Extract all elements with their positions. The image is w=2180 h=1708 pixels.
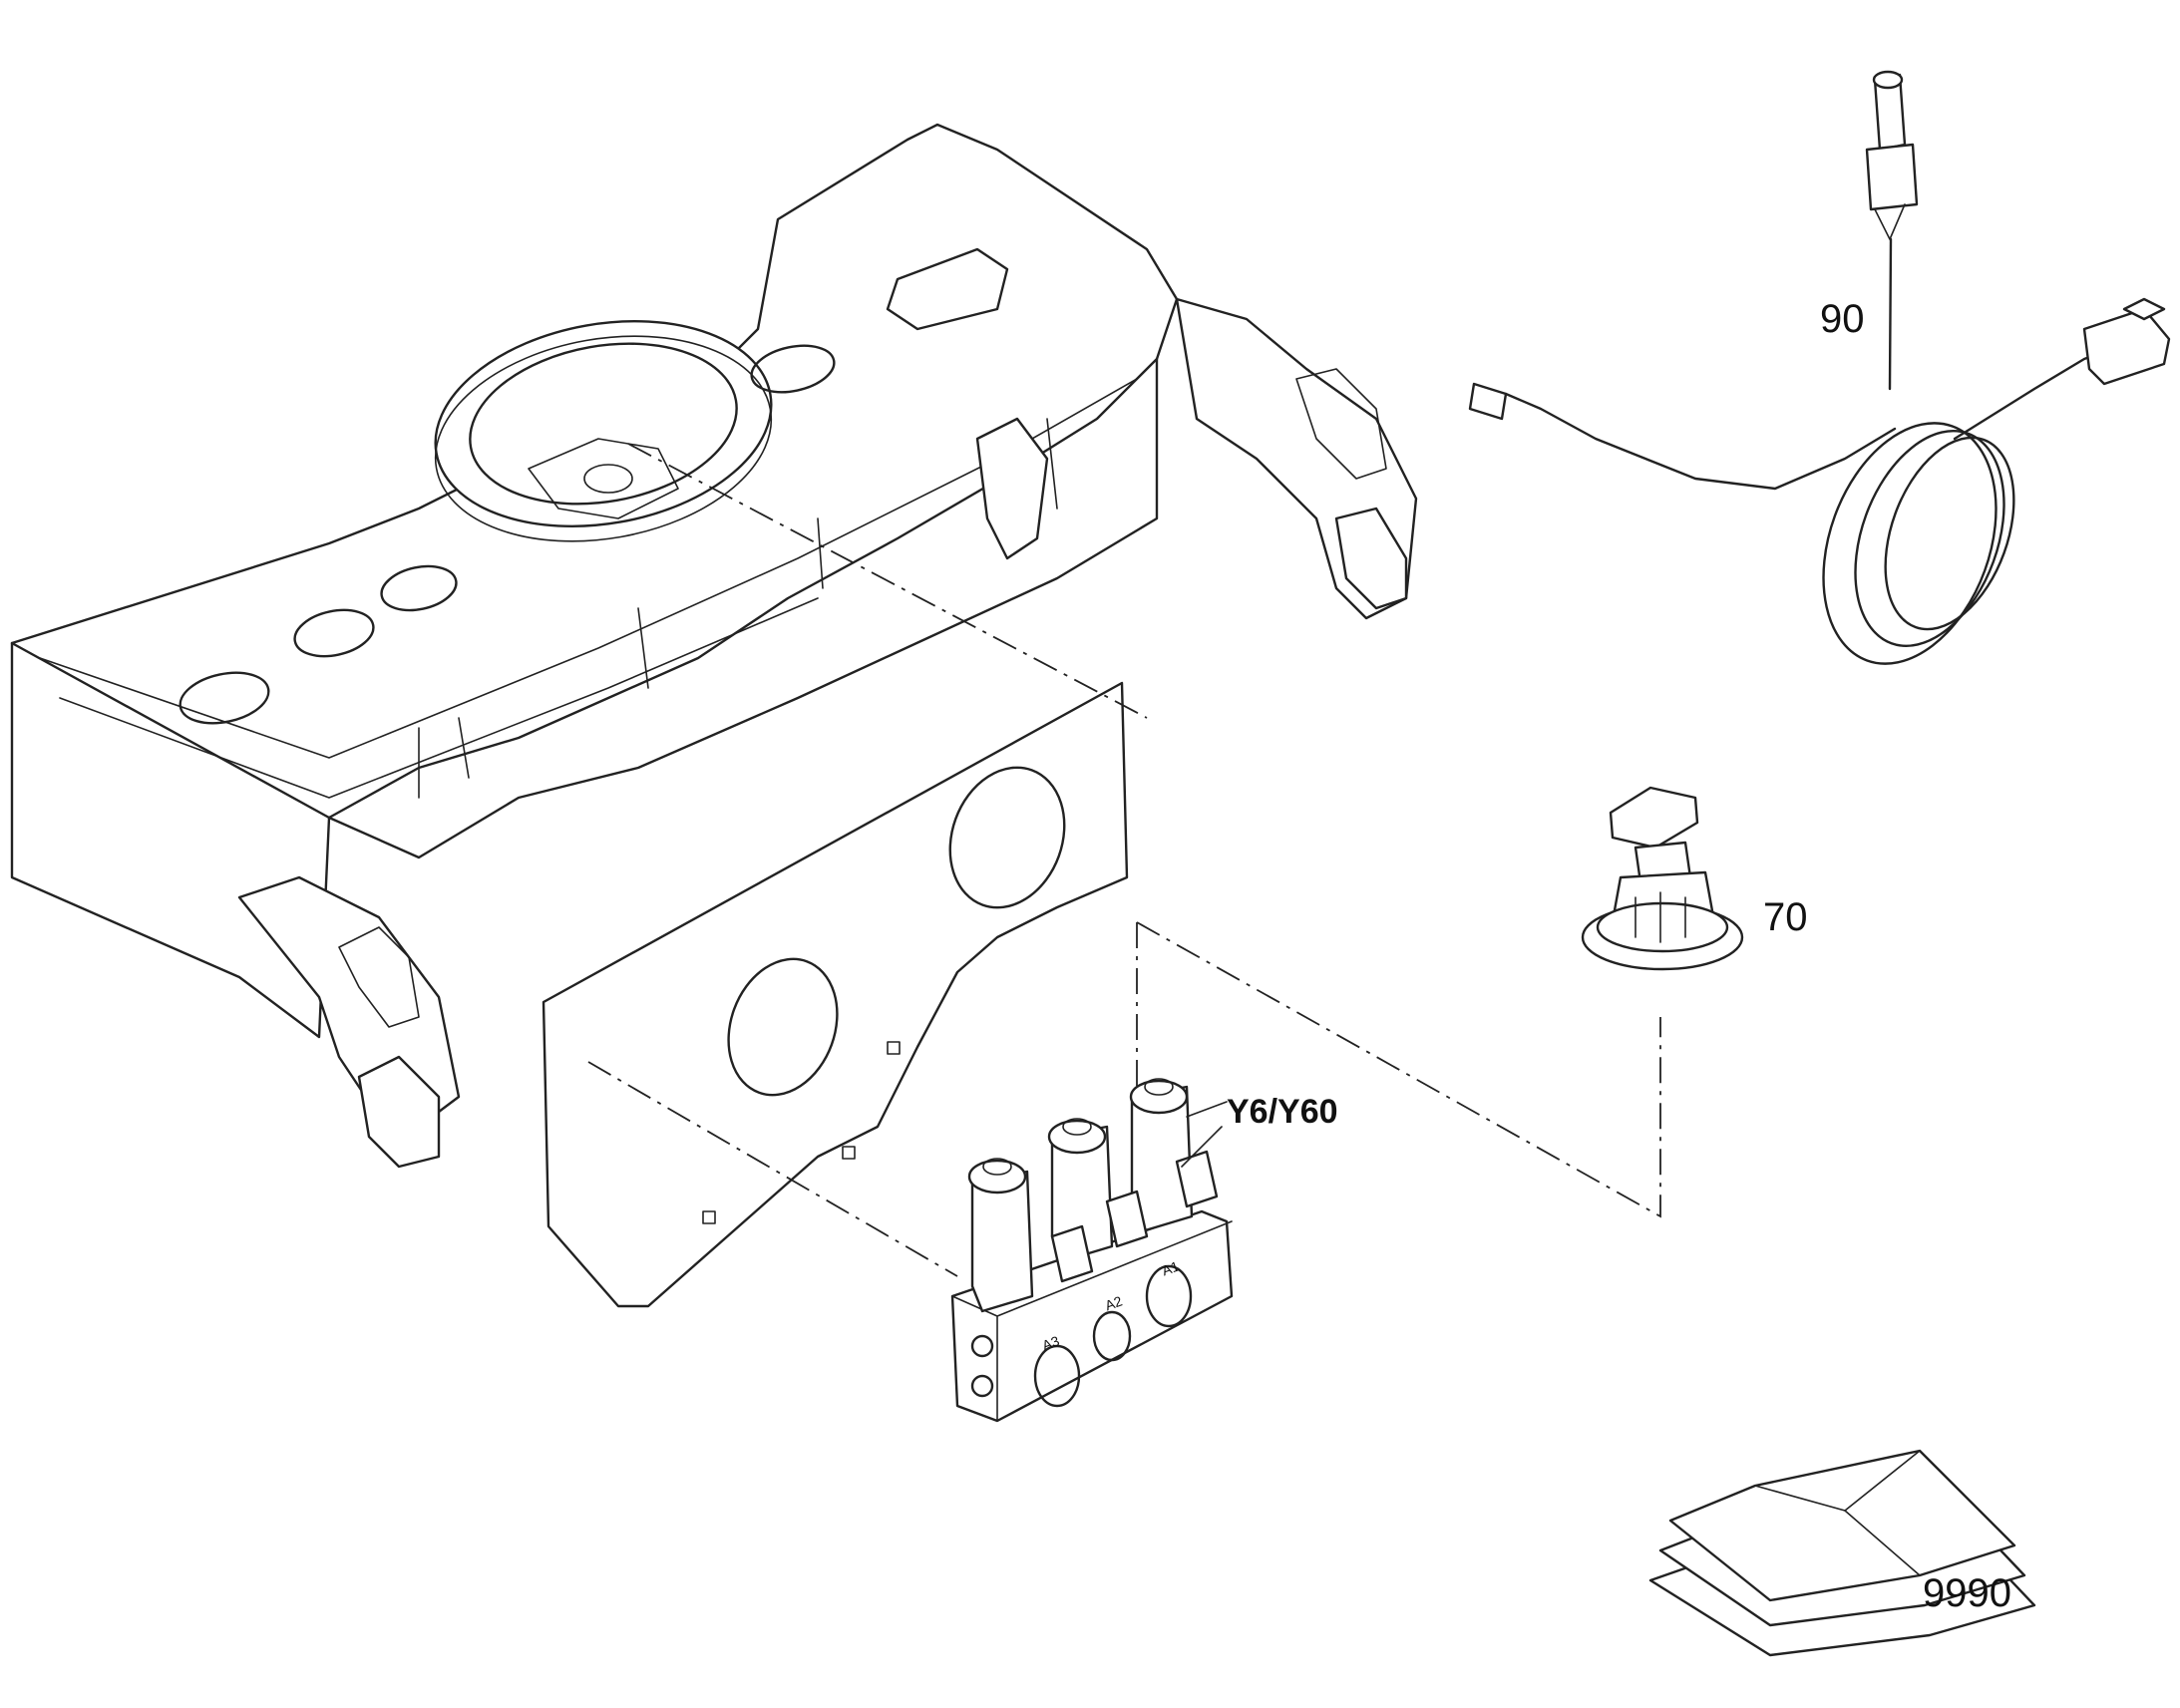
chassis-frame — [10, 123, 1418, 1169]
explosion-lines — [587, 443, 1661, 1277]
solenoid-valve-block — [950, 1078, 1234, 1423]
valve-cap-part — [1581, 786, 1744, 971]
y6-leader-line — [1181, 1126, 1223, 1168]
documentation-booklet — [1648, 1449, 2036, 1657]
sensor-cable-assembly — [1468, 70, 2171, 665]
callout-9990: 9990 — [1923, 1571, 2011, 1615]
callout-y6-y60: Y6/Y60 — [1227, 1093, 1338, 1131]
callout-70: 70 — [1763, 895, 1808, 939]
callout-90: 90 — [1820, 297, 1865, 341]
mounting-plate — [542, 681, 1129, 1308]
